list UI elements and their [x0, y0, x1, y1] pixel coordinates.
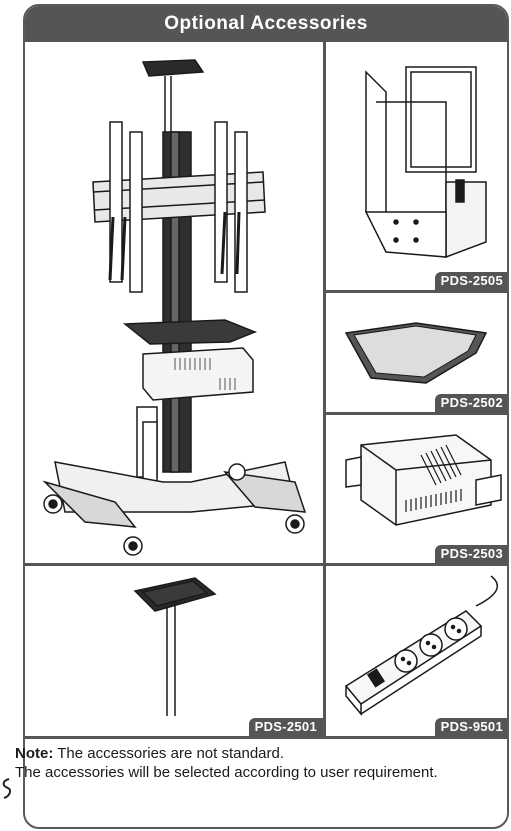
device-box-icon: [345, 434, 502, 526]
mobile-tv-cart-icon: [42, 59, 307, 556]
divider-right-1: [325, 290, 507, 293]
divider-bottom-vertical: [323, 566, 326, 736]
power-strip-icon: [344, 575, 498, 717]
note-line-1: The accessories are not standard.: [53, 745, 285, 762]
product-code-badge: PDS-2502: [434, 394, 507, 412]
product-cell-pds-9501: PDS-9501: [326, 566, 507, 736]
computer-holder-icon: [364, 66, 487, 259]
divider-main-vertical: [323, 42, 326, 563]
accessories-panel: Optional Accessories: [23, 4, 509, 829]
product-cell-pds-2503: PDS-2503: [326, 415, 507, 563]
note-line-2: The accessories will be selected accordi…: [15, 764, 438, 781]
product-code-badge: PDS-2501: [248, 718, 323, 736]
cart-illustration-cell: [25, 42, 323, 563]
camera-tray-pole-icon: [133, 577, 217, 716]
divider-main-horizontal: [25, 563, 507, 566]
divider-right-2: [325, 412, 507, 415]
panel-title: Optional Accessories: [25, 6, 507, 42]
cropped-glyph-icon: [2, 778, 12, 799]
note-text: Note: The accessories are not standard. …: [15, 744, 477, 782]
divider-note: [25, 736, 507, 739]
product-cell-pds-2502: PDS-2502: [326, 293, 507, 412]
shelf-tray-icon: [344, 322, 488, 384]
note-label: Note:: [15, 745, 54, 762]
product-cell-pds-2505: PDS-2505: [326, 42, 507, 290]
product-cell-pds-2501: PDS-2501: [25, 566, 323, 736]
product-code-badge: PDS-2503: [434, 545, 507, 563]
product-code-badge: PDS-2505: [434, 272, 507, 290]
product-code-badge: PDS-9501: [434, 718, 507, 736]
